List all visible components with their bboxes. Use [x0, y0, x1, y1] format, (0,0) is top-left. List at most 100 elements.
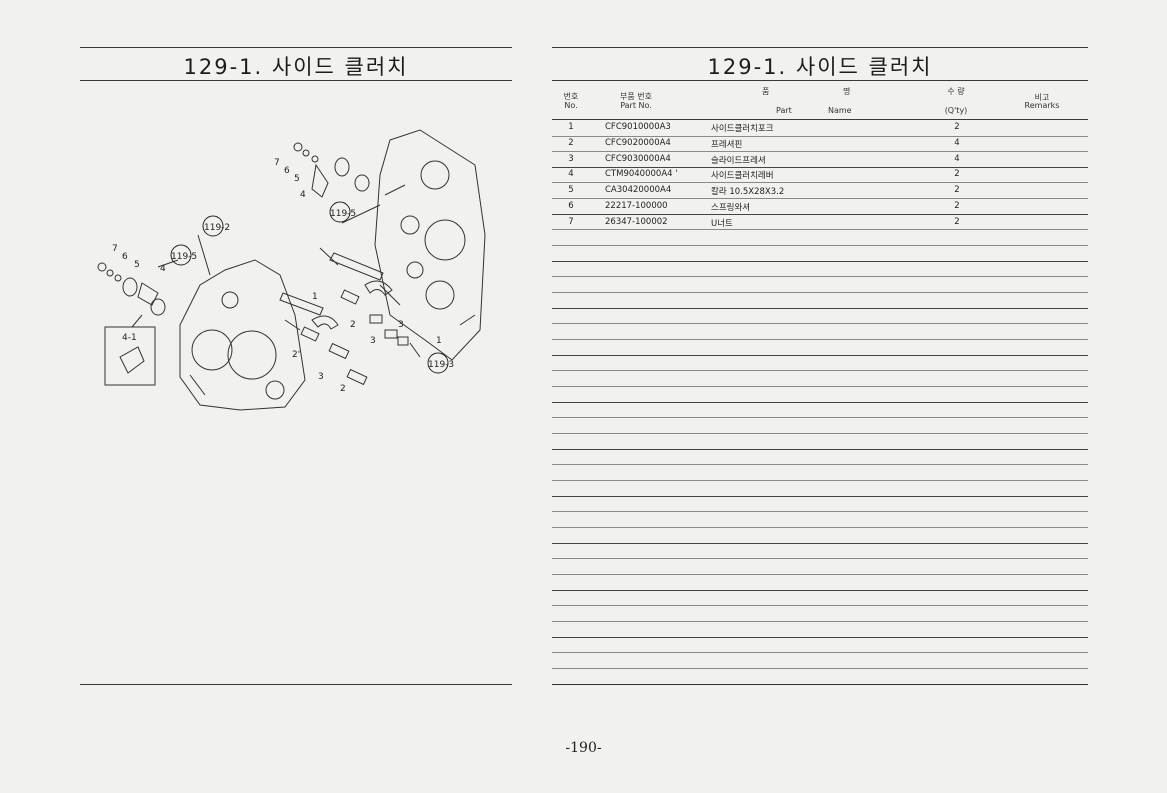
- table-rule-line: [552, 668, 1088, 669]
- table-rule-line: [552, 433, 1088, 434]
- cell-name: 스프링와셔: [711, 203, 751, 213]
- header-qty-ko: 수 량: [947, 87, 965, 96]
- right-case-outline: [374, 129, 486, 361]
- label-3c: 3: [398, 320, 404, 330]
- cell-name: 사이드클러치포크: [711, 124, 774, 134]
- table-rule-line: [552, 637, 1088, 638]
- header-bottom-rule: [552, 119, 1088, 120]
- cell-qty: 2: [954, 216, 960, 227]
- cell-no: 7: [568, 216, 574, 227]
- label-6a: 6: [284, 166, 290, 176]
- label-5b: 5: [134, 260, 140, 270]
- table-rule-line: [552, 339, 1088, 340]
- table-rule-line: [552, 292, 1088, 293]
- label-2a: 2: [350, 320, 356, 330]
- table-rule-line: [552, 449, 1088, 450]
- table-rule-line: [552, 370, 1088, 371]
- table-rule-line: [552, 621, 1088, 622]
- fork-lower: [311, 315, 339, 330]
- cell-no: 4: [568, 169, 574, 180]
- table-rule-line: [552, 590, 1088, 591]
- lower-shaft: [279, 292, 324, 316]
- cell-no: 6: [568, 201, 574, 211]
- cell-part-no: CTM9040000A4 ': [605, 169, 678, 180]
- cell-part-no: CFC9030000A4: [605, 153, 671, 164]
- header-part-no-ko: 부품 번호: [620, 92, 652, 101]
- callout-4-1: 4-1: [122, 333, 137, 343]
- label-4b: 4: [160, 264, 166, 274]
- right-bottom-rule: [552, 684, 1088, 685]
- left-page-title: 129-1. 사이드 클러치: [183, 55, 409, 79]
- cell-part-no: CFC9010000A3: [605, 122, 671, 132]
- callout-119-3: 119-3: [428, 360, 454, 370]
- cell-part-no: CFC9020000A4: [605, 137, 671, 148]
- label-2c: 2: [340, 384, 346, 394]
- cell-name: 사이드클러치레버: [711, 171, 774, 182]
- page-number: -190-: [565, 740, 602, 756]
- table-rule-line: [552, 464, 1088, 465]
- label-1a: 1: [312, 292, 318, 302]
- upper-shaft: [329, 252, 384, 281]
- callout-119-5-upper: 119-5: [330, 209, 356, 219]
- fork-upper: [364, 280, 393, 296]
- right-top-rule: [552, 47, 1088, 48]
- label-3b: 3: [318, 372, 324, 382]
- cell-qty: 4: [954, 137, 960, 148]
- table-rule-line: [552, 136, 1088, 137]
- header-part-no-en: Part No.: [620, 101, 652, 110]
- cell-part-no: 26347-100002: [605, 216, 668, 227]
- table-rule-line: [552, 652, 1088, 653]
- header-name-en-1: Part: [776, 106, 792, 115]
- left-case-outline: [179, 259, 306, 411]
- label-5a: 5: [294, 174, 300, 184]
- table-rule-line: [552, 496, 1088, 497]
- exploded-parts-diagram: 119-2 119-5 119-5 119-3 4-1 7 6 5 4 7 6 …: [97, 129, 486, 411]
- table-rule-line: [552, 480, 1088, 481]
- table-rule-line: [552, 261, 1088, 262]
- left-top-rule: [80, 47, 512, 48]
- table-rule-line: [552, 574, 1088, 575]
- label-4a: 4: [300, 190, 306, 200]
- table-rule-line: [552, 245, 1088, 246]
- label-1b: 1: [436, 336, 442, 346]
- table-rule-line: [552, 198, 1088, 199]
- table-rule-line: [552, 308, 1088, 309]
- sub-view-4-1-box: [104, 326, 156, 386]
- left-bottom-rule: [80, 684, 512, 685]
- label-2b: 2': [292, 350, 300, 360]
- right-page-title: 129-1. 사이드 클러치: [707, 55, 933, 79]
- header-no-en: No.: [564, 101, 578, 110]
- callout-119-2: 119-2: [204, 223, 230, 233]
- cell-qty: 2: [954, 201, 960, 211]
- cell-part-no: 22217-100000: [605, 201, 668, 211]
- callout-119-5-left: 119-5: [171, 252, 197, 262]
- header-name-en-2: Name: [828, 106, 852, 115]
- cell-name: 칼라 10.5X28X3.2: [711, 187, 785, 198]
- table-rule-line: [552, 182, 1088, 183]
- table-rule-line: [552, 276, 1088, 277]
- table-rule-line: [552, 543, 1088, 544]
- header-remarks-ko: 비고: [1034, 93, 1050, 102]
- cell-qty: 4: [954, 153, 960, 164]
- left-title-rule: [80, 80, 512, 81]
- table-rule-line: [552, 558, 1088, 559]
- table-rule-line: [552, 323, 1088, 324]
- table-rule-line: [552, 229, 1088, 230]
- table-rule-line: [552, 527, 1088, 528]
- label-7a: 7: [274, 158, 280, 168]
- cell-part-no: CA30420000A4: [605, 185, 672, 196]
- cell-name: 슬라이드프레셔: [711, 155, 766, 166]
- cell-name: U너트: [711, 218, 733, 229]
- cell-qty: 2: [954, 122, 960, 132]
- header-no-ko: 번호: [563, 92, 579, 101]
- cell-name: 프레셔핀: [711, 139, 743, 150]
- header-name-ko-1: 품: [762, 87, 770, 96]
- label-3a: 3: [370, 336, 376, 346]
- cell-no: 5: [568, 185, 574, 196]
- header-name-ko-2: 명: [843, 87, 851, 96]
- label-7b: 7: [112, 244, 118, 254]
- right-title-rule: [552, 80, 1088, 81]
- table-rule-line: [552, 605, 1088, 606]
- table-rule-line: [552, 511, 1088, 512]
- table-rule-line: [552, 386, 1088, 387]
